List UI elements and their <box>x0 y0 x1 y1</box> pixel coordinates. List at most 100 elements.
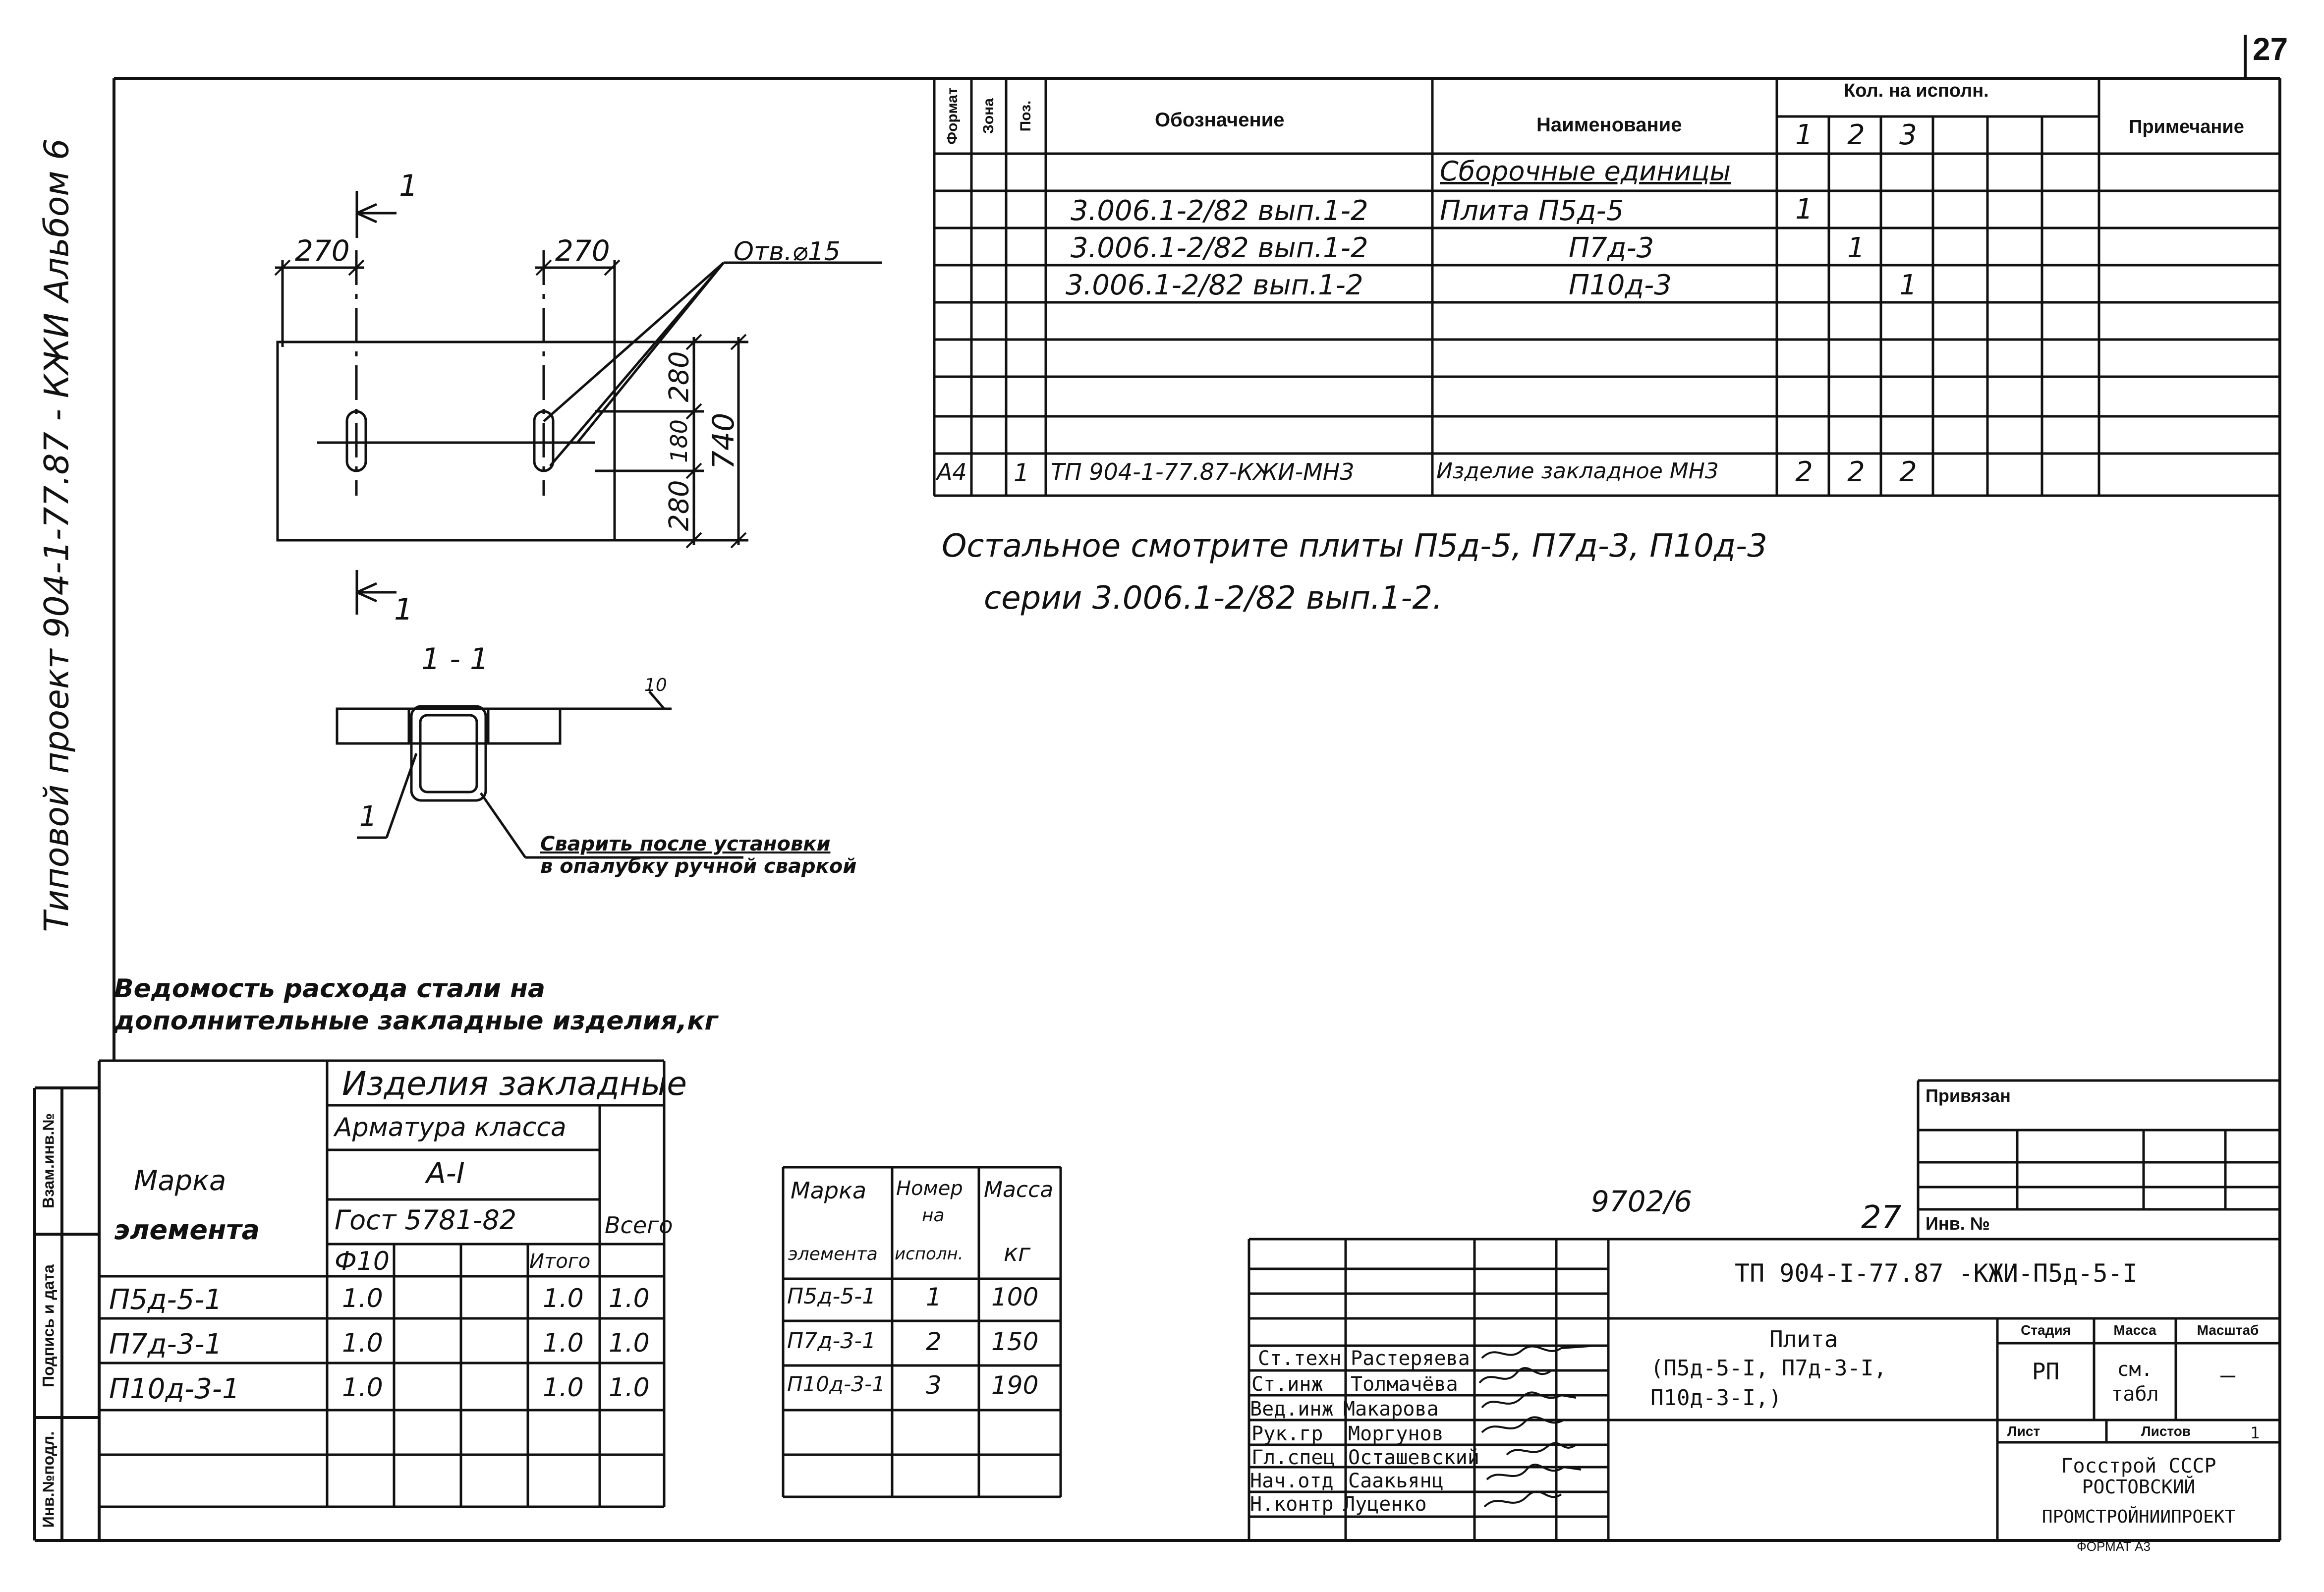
spec-row-oboz: 3.006.1-2/82 вып.1-2 <box>1071 195 1368 227</box>
steel-row-vsego: 1.0 <box>609 1284 650 1313</box>
mass-row-mass: 100 <box>991 1283 1039 1311</box>
massa-value-2: табл <box>2111 1383 2159 1406</box>
signatures-image <box>1478 1345 1596 1508</box>
sheet-number: 27 <box>2253 31 2288 67</box>
spec-row-oboz: 3.006.1-2/82 вып.1-2 <box>1066 269 1363 301</box>
mass-row-num: 2 <box>926 1327 942 1356</box>
spec-row-q2: 2 <box>1847 456 1865 488</box>
mass-row-mark: П7д-3-1 <box>787 1328 876 1354</box>
person-name: Осташевский <box>1348 1446 1479 1469</box>
note-line-2: серии 3.006.1-2/82 вып.1-2. <box>984 580 1443 617</box>
steel-row-phi: 1.0 <box>342 1328 383 1358</box>
dim-270-right: 270 <box>555 234 610 268</box>
dim-280-bottom: 280 <box>663 480 695 531</box>
steel-armatura: Арматура класса <box>335 1113 567 1142</box>
person-name: Растеряева <box>1351 1347 1470 1370</box>
strip-podpis-data: Подпись и дата <box>39 1264 57 1387</box>
archive-number: 9702/6 <box>1591 1185 1693 1218</box>
spec-header-kol: Кол. на исполн. <box>1844 80 1989 101</box>
role-label: Гл.спец <box>1251 1446 1335 1469</box>
section-weld-size: 10 <box>644 675 667 695</box>
steel-title-2: дополнительные закладные изделия,кг <box>114 1006 718 1036</box>
steel-izdeliya: Изделия закладные <box>342 1065 687 1103</box>
spec-header-format: Формат <box>944 87 961 145</box>
stamp-title-2: (П5д-5-I, П7д-3-I, <box>1650 1356 1887 1381</box>
mass-row-mark: П10д-3-1 <box>787 1372 885 1396</box>
spec-row-poz: 1 <box>1014 458 1029 487</box>
steel-row-mark: П7д-3-1 <box>109 1328 223 1361</box>
spec-grid <box>933 78 2280 497</box>
massa-value-1: см. <box>2117 1358 2153 1381</box>
note-line-1: Остальное смотрите плиты П5д-5, П7д-3, П… <box>942 528 1767 565</box>
org-line-2: РОСТОВСКИЙ <box>2082 1476 2196 1498</box>
spec-row-format: А4 <box>937 458 967 485</box>
role-label: Нач.отд <box>1250 1470 1334 1492</box>
steel-gost: Гост 5781-82 <box>335 1204 517 1236</box>
plan-view <box>274 191 882 615</box>
mass-h-nomer: Номер <box>896 1177 963 1200</box>
stamp-title-3: П10д-3-I,) <box>1650 1385 1782 1411</box>
steel-row-itogo: 1.0 <box>543 1284 584 1313</box>
section-mark-top: 1 <box>399 169 418 203</box>
mass-h-elementa: элемента <box>788 1244 878 1264</box>
mass-row-num: 3 <box>926 1371 942 1400</box>
stamp-code: ТП 904-I-77.87 -КЖИ-П5д-5-I <box>1735 1259 2138 1288</box>
mass-h-ispoln: исполн. <box>895 1244 964 1264</box>
role-label: Ст.техн <box>1258 1347 1342 1370</box>
steel-klass: А-I <box>426 1156 465 1190</box>
spec-row-name: П7д-3 <box>1569 232 1654 264</box>
masshtab-value: — <box>2220 1361 2236 1389</box>
steel-row-vsego: 1.0 <box>609 1328 650 1358</box>
side-title: Типовой проект 904-1-77.87 - КЖИ Альбом … <box>37 138 77 932</box>
list-label: Лист <box>2007 1423 2041 1439</box>
spec-row-q1: 1 <box>1795 193 1813 226</box>
sheet-number-hand: 27 <box>1861 1199 1902 1236</box>
stadiya-label: Стадия <box>2021 1322 2071 1338</box>
mass-h-na: на <box>922 1205 945 1226</box>
listov-value: 1 <box>2250 1423 2260 1442</box>
steel-row-vsego: 1.0 <box>609 1373 650 1403</box>
dim-280-top: 280 <box>663 351 695 402</box>
masshtab-label: Масштаб <box>2197 1322 2259 1338</box>
privyazan-label: Привязан <box>1926 1085 2011 1106</box>
steel-itogo: Итого <box>529 1250 591 1273</box>
mass-h-massa: Масса <box>984 1177 1054 1202</box>
steel-row-mark: П5д-5-1 <box>109 1284 223 1316</box>
strip-vzam-inv: Взам.инв.№ <box>39 1113 57 1209</box>
org-line-1: Госстрой СССР <box>2061 1455 2216 1478</box>
mass-row-mass: 190 <box>991 1371 1039 1400</box>
format-label: ФОРМАТ А3 <box>2077 1539 2151 1554</box>
steel-row-itogo: 1.0 <box>543 1328 584 1358</box>
strip-inv-podl: Инв.№подл. <box>39 1431 57 1528</box>
org-line-3: ПРОМСТРОЙНИИПРОЕКТ <box>2041 1507 2236 1527</box>
person-name: Толмачёва <box>1351 1373 1458 1396</box>
spec-header-zona: Зона <box>980 98 997 134</box>
steel-row-itogo: 1.0 <box>543 1373 584 1403</box>
mass-h-kg: кг <box>1004 1239 1031 1267</box>
steel-row-phi: 1.0 <box>342 1373 383 1403</box>
spec-row-q2: 1 <box>1847 232 1865 264</box>
spec-row-q3: 1 <box>1899 269 1917 301</box>
weld-note-2: в опалубку ручной сваркой <box>540 855 857 878</box>
spec-header-naimenovanie: Наименование <box>1536 114 1682 136</box>
dim-180: 180 <box>666 419 692 463</box>
mass-row-num: 1 <box>926 1283 942 1311</box>
person-name: Луценко <box>1343 1493 1427 1516</box>
steel-title-1: Ведомость расхода стали на <box>114 974 546 1004</box>
section-title: 1 - 1 <box>421 642 489 677</box>
steel-vsego: Всего <box>605 1212 673 1239</box>
person-name: Саакьянц <box>1348 1470 1444 1492</box>
steel-phi10: Ф10 <box>335 1247 390 1276</box>
spec-header-oboznachenie: Обозначение <box>1155 109 1285 131</box>
role-label: Ст.инж <box>1251 1373 1323 1396</box>
spec-row-name: Плита П5д-5 <box>1440 195 1624 227</box>
inv-no-label: Инв. № <box>1926 1213 1990 1234</box>
steel-marka: Марка <box>134 1165 227 1197</box>
spec-header-primechanie: Примечание <box>2129 116 2244 137</box>
steel-grid <box>99 1059 666 1508</box>
mass-grid <box>782 1166 1062 1498</box>
spec-row-oboz: 3.006.1-2/82 вып.1-2 <box>1071 232 1368 264</box>
massa-label: Масса <box>2113 1322 2156 1338</box>
mass-row-mark: П5д-5-1 <box>787 1284 876 1309</box>
stamp-title-1: Плита <box>1769 1326 1838 1353</box>
